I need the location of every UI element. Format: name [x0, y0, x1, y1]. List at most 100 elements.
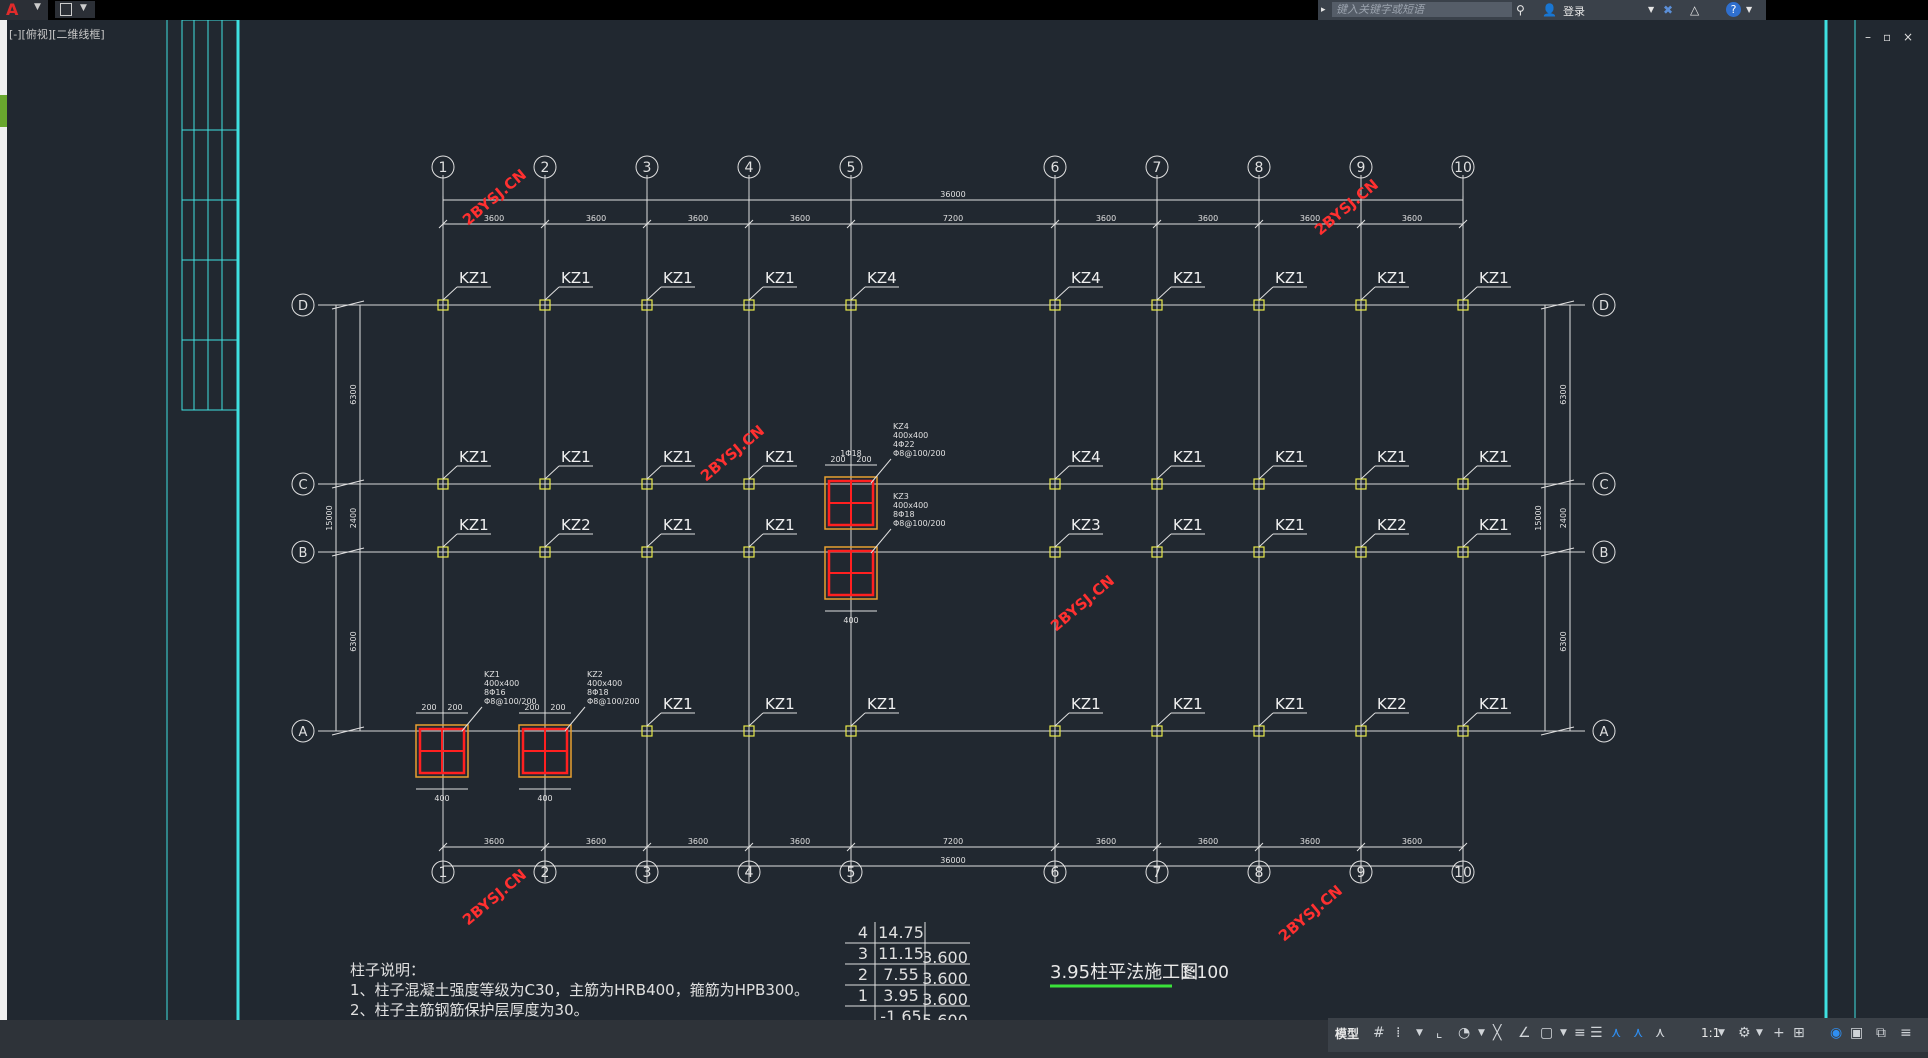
drawing-title-text: 3.95柱平法施工图: [1050, 962, 1198, 983]
clean-screen-icon[interactable]: ⧉: [1876, 1025, 1886, 1041]
annotation-scale-icon[interactable]: ⋏: [1655, 1025, 1666, 1041]
grid-number: 9: [1357, 865, 1366, 881]
leader-line: [544, 533, 560, 548]
dim-total: 15000: [325, 505, 334, 530]
model-tab[interactable]: 模型: [1335, 1027, 1360, 1041]
grid-letter: C: [1599, 478, 1608, 493]
chevron-down-icon[interactable]: ▼: [80, 3, 87, 13]
column-label: KZ1: [765, 448, 795, 466]
grid-number: 8: [1255, 160, 1264, 176]
grid-bubble: [1451, 155, 1475, 179]
search-input[interactable]: 键入关键字或短语: [1332, 2, 1512, 17]
isolate-icon[interactable]: ◉: [1830, 1025, 1843, 1041]
chevron-down-icon[interactable]: ▼: [1756, 1028, 1763, 1038]
close-icon[interactable]: ×: [1903, 30, 1914, 44]
dim-span: 6300: [1559, 384, 1568, 404]
dim-span: 2400: [349, 508, 358, 528]
grid-number: 6: [1051, 865, 1060, 881]
expand-arrow-icon[interactable]: ▸: [1321, 5, 1326, 15]
object-snap-tracking-icon[interactable]: ∠: [1518, 1025, 1531, 1041]
grid-number: 10: [1454, 160, 1472, 176]
left-edge-panel: [0, 20, 7, 1058]
drawing-scale: 1:100: [1180, 963, 1229, 983]
help-icon[interactable]: ?: [1726, 2, 1741, 17]
viewport-controls-label[interactable]: [-][俯视][二维线框]: [9, 28, 105, 41]
minimize-icon[interactable]: –: [1865, 30, 1871, 44]
chevron-down-icon[interactable]: ▼: [1416, 1028, 1423, 1038]
leader-line: [544, 465, 560, 480]
leader-line: [442, 286, 458, 301]
column-label: KZ1: [1479, 516, 1509, 534]
column-label: KZ1: [1173, 269, 1203, 287]
save-icon[interactable]: [60, 3, 72, 16]
grid-bubble: [1043, 860, 1067, 884]
level-elevation: -1.65: [880, 1007, 921, 1020]
dim-span: 3600: [1198, 837, 1218, 846]
chevron-down-icon[interactable]: ▼: [1478, 1028, 1485, 1038]
restore-icon[interactable]: ▫: [1883, 30, 1892, 44]
green-tab[interactable]: [0, 95, 7, 127]
chevron-down-icon[interactable]: ▼: [1648, 5, 1655, 14]
plus-icon[interactable]: +: [1773, 1025, 1785, 1041]
binoculars-icon[interactable]: ⚲: [1516, 3, 1525, 17]
leader-line: [564, 706, 586, 732]
dim-tick: [1540, 726, 1575, 736]
hardware-acceleration-icon[interactable]: ▣: [1850, 1025, 1864, 1041]
login-label[interactable]: 登录: [1563, 5, 1585, 18]
column-label: KZ1: [1275, 516, 1305, 534]
chevron-down-icon[interactable]: ▼: [1560, 1028, 1567, 1038]
annotation-visibility-icon[interactable]: ⋏: [1611, 1025, 1622, 1041]
grid-bubble: [1247, 860, 1271, 884]
lineweight-icon[interactable]: ≡: [1574, 1025, 1586, 1041]
grid-number: 2: [541, 865, 550, 881]
column-label: KZ1: [1377, 448, 1407, 466]
auto-scale-icon[interactable]: ⋏: [1633, 1025, 1644, 1041]
leader-line: [748, 286, 764, 301]
leader-line: [748, 712, 764, 727]
column-label: KZ1: [1275, 269, 1305, 287]
grid-bubble: [1145, 860, 1169, 884]
leader-line: [442, 533, 458, 548]
dim-total: 36000: [940, 190, 965, 199]
ortho-icon[interactable]: ⌞: [1436, 1025, 1443, 1041]
dim-span: 3600: [1096, 837, 1116, 846]
dim-span: 3600: [484, 214, 504, 223]
dim-span: 3600: [586, 214, 606, 223]
quick-access-toolbar[interactable]: ▼: [55, 1, 95, 18]
customize-icon[interactable]: ≡: [1900, 1025, 1912, 1041]
dim-span: 400: [843, 616, 858, 625]
polar-icon[interactable]: ◔: [1458, 1025, 1471, 1041]
chevron-down-icon[interactable]: ▼: [1718, 1028, 1725, 1038]
dim-tick: [1540, 300, 1575, 310]
a360-icon[interactable]: △: [1690, 3, 1700, 17]
application-menu-button[interactable]: A ▼: [0, 0, 48, 20]
grid-bubble: [431, 860, 455, 884]
grid-number: 2: [541, 160, 550, 176]
osnap-icon[interactable]: ▢: [1540, 1025, 1554, 1041]
gear-icon[interactable]: ⚙: [1738, 1025, 1751, 1041]
chevron-down-icon[interactable]: ▼: [1746, 5, 1753, 14]
grid-letter: D: [1599, 299, 1609, 314]
leader-line: [1462, 286, 1478, 301]
transparency-icon[interactable]: ☰: [1590, 1025, 1603, 1041]
grid-number: 5: [847, 160, 856, 176]
grid-bubble: [291, 293, 315, 317]
snap-icon[interactable]: ⁞: [1396, 1025, 1401, 1041]
leader-line: [1258, 533, 1274, 548]
grid-icon[interactable]: #: [1373, 1025, 1385, 1041]
grid-bubble: [1592, 472, 1616, 496]
leader-line: [1054, 465, 1070, 480]
units-icon[interactable]: ⊞: [1793, 1025, 1805, 1041]
exchange-icon[interactable]: ✖: [1663, 3, 1674, 17]
leader-line: [646, 712, 662, 727]
dim-span: 3600: [790, 214, 810, 223]
grid-letter: D: [298, 299, 308, 314]
grid-bubble: [839, 860, 863, 884]
annotation-scale-value[interactable]: 1:1: [1701, 1026, 1721, 1040]
user-icon[interactable]: 👤: [1542, 3, 1557, 17]
chevron-down-icon: ▼: [34, 2, 41, 12]
isodraft-icon[interactable]: ╳: [1493, 1025, 1502, 1041]
